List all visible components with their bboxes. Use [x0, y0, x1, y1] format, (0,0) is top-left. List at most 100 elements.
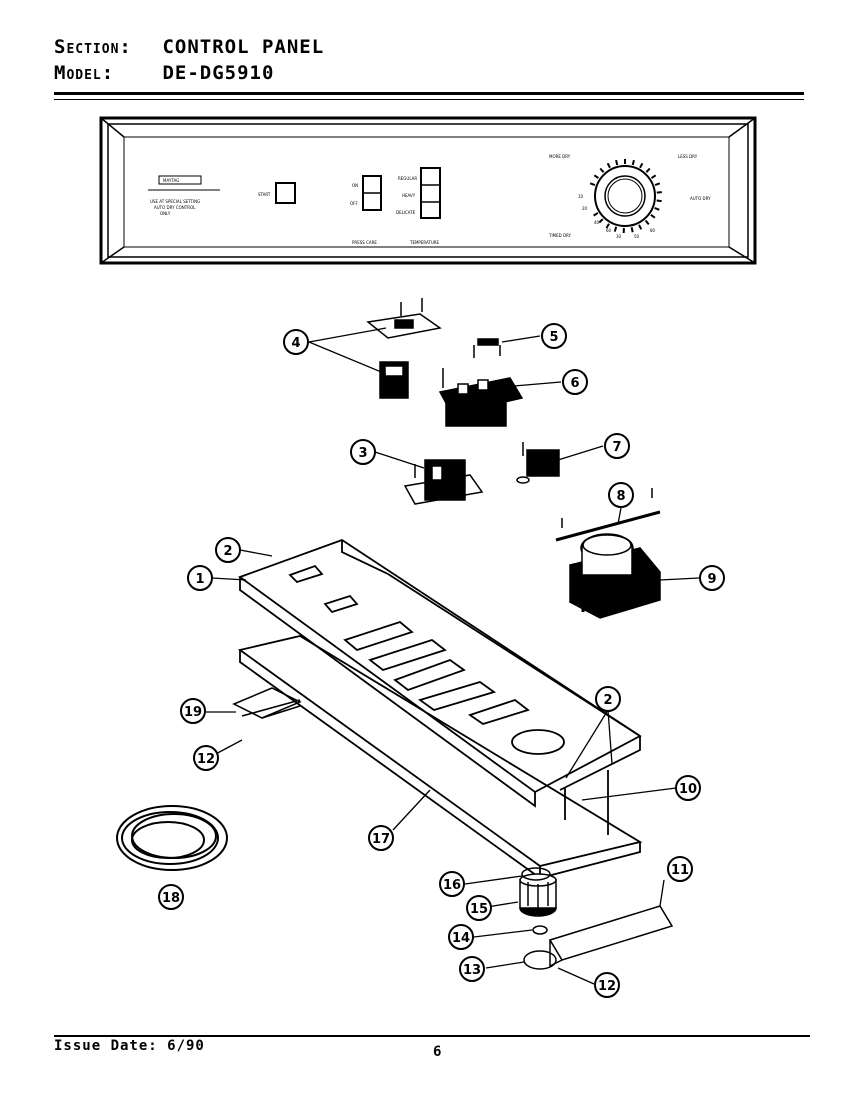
part-4-switch	[366, 298, 442, 399]
callout-9: 9	[699, 565, 725, 591]
leader-lines	[206, 327, 700, 985]
callout-10: 10	[675, 775, 701, 801]
svg-text:19: 19	[184, 705, 202, 720]
callout-4: 4	[283, 329, 309, 355]
dial-tick	[598, 218, 604, 224]
press-care-label: PRESS CARE	[352, 240, 377, 245]
svg-text:17: 17	[372, 832, 390, 847]
dial-tick	[593, 212, 599, 217]
header-rule-thin	[54, 99, 804, 100]
dial-tick	[613, 226, 618, 232]
model-key: Model:	[54, 62, 115, 84]
footer-rule	[54, 1035, 810, 1037]
svg-text:16: 16	[443, 878, 461, 893]
part-8-strip	[555, 488, 661, 542]
section-value: CONTROL PANEL	[162, 36, 325, 58]
off-label: OFF	[350, 201, 358, 206]
dial-num-50: 50	[634, 234, 640, 239]
part-5-resistor	[473, 338, 501, 358]
callout-6: 6	[562, 369, 588, 395]
dial-tick	[650, 174, 657, 179]
dial-tick	[593, 174, 600, 179]
panel-labels: MAYTAG USE AT SPECIAL SETTING AUTO DRY C…	[150, 154, 711, 245]
dial-num-10: 10	[578, 194, 584, 199]
part-7-thermostat	[516, 442, 560, 484]
svg-text:4: 4	[291, 336, 300, 351]
callout-1: 1	[187, 565, 213, 591]
model-line: Model: DE-DG5910	[54, 62, 274, 84]
less-dry-label: LESS DRY	[678, 154, 698, 159]
more-dry-label: MORE DRY	[549, 154, 571, 159]
dial-tick	[654, 182, 661, 186]
dial-num-80: 80	[650, 228, 656, 233]
dial-num-20: 20	[582, 206, 588, 211]
section-line: Section: CONTROL PANEL	[54, 36, 324, 58]
dial-tick	[615, 159, 619, 166]
dial-tick	[645, 167, 651, 173]
part-6-switch-block	[438, 368, 524, 427]
svg-text:5: 5	[549, 330, 558, 345]
dial-tick	[630, 227, 634, 233]
callout-2-top: 2	[215, 537, 241, 563]
callout-14: 14	[448, 924, 474, 950]
timed-dry-label: TIMED DRY	[548, 233, 572, 238]
svg-text:11: 11	[671, 863, 689, 878]
svg-text:2: 2	[223, 544, 232, 559]
brand-label: MAYTAG	[163, 178, 179, 183]
svg-text:12: 12	[197, 752, 215, 767]
part-17-lower-panel	[237, 635, 643, 880]
callout-11: 11	[667, 856, 693, 882]
dial-tick	[599, 167, 605, 173]
svg-text:6: 6	[570, 376, 579, 391]
callout-12-left: 12	[193, 745, 219, 771]
dial-tick	[654, 207, 660, 211]
svg-text:3: 3	[358, 446, 367, 461]
part-3-switch	[403, 459, 484, 505]
temp-heavy: HEAVY	[402, 193, 416, 198]
svg-text:8: 8	[616, 489, 625, 504]
control-panel-front	[99, 116, 757, 265]
svg-text:2: 2	[603, 693, 612, 708]
svg-text:9: 9	[707, 572, 716, 587]
svg-text:13: 13	[463, 963, 481, 978]
svg-text:18: 18	[162, 891, 180, 906]
callout-8: 8	[608, 482, 634, 508]
part-1-console-base	[238, 539, 642, 808]
svg-text:10: 10	[679, 782, 697, 797]
temp-delicate: DELICATE	[396, 210, 416, 215]
dial-tick	[589, 182, 596, 186]
dial-tick	[631, 159, 635, 166]
dial-tick	[644, 219, 650, 225]
dial-tick	[606, 162, 611, 169]
section-key: Section:	[54, 36, 132, 58]
callout-13: 13	[459, 956, 485, 982]
callout-2-right: 2	[595, 686, 621, 712]
callouts: 1 2 2 3 4 5 6 7 8 9 10 11 12 12 13 14 15…	[158, 323, 725, 998]
dial-tick	[650, 214, 656, 219]
dial-ticks	[589, 159, 662, 234]
temperature-label: TEMPERATURE	[409, 240, 440, 245]
header-rule-thick	[54, 92, 804, 95]
temp-regular: REGULAR	[398, 176, 417, 181]
callout-19: 19	[180, 698, 206, 724]
part-19-bracket	[232, 687, 302, 719]
dial-num-30: 30	[616, 234, 622, 239]
issue-date: Issue Date: 6/90	[54, 1038, 205, 1054]
svg-text:15: 15	[470, 902, 488, 917]
note-line-2: AUTO DRY CONTROL	[154, 205, 196, 210]
svg-text:7: 7	[612, 440, 621, 455]
note-line-3: ONLY	[160, 211, 171, 216]
part-11-end-cap	[548, 905, 674, 968]
model-value: DE-DG5910	[162, 62, 275, 84]
callout-15: 15	[466, 895, 492, 921]
callout-16: 16	[439, 871, 465, 897]
svg-text:1: 1	[195, 572, 204, 587]
part-14-clip	[532, 925, 548, 935]
svg-text:14: 14	[452, 931, 470, 946]
callout-17: 17	[368, 825, 394, 851]
callout-7: 7	[604, 433, 630, 459]
auto-dry-label: AUTO DRY	[690, 196, 711, 201]
start-label: START	[258, 192, 271, 197]
part-9-timer	[569, 533, 661, 619]
page-number: 6	[433, 1044, 443, 1060]
